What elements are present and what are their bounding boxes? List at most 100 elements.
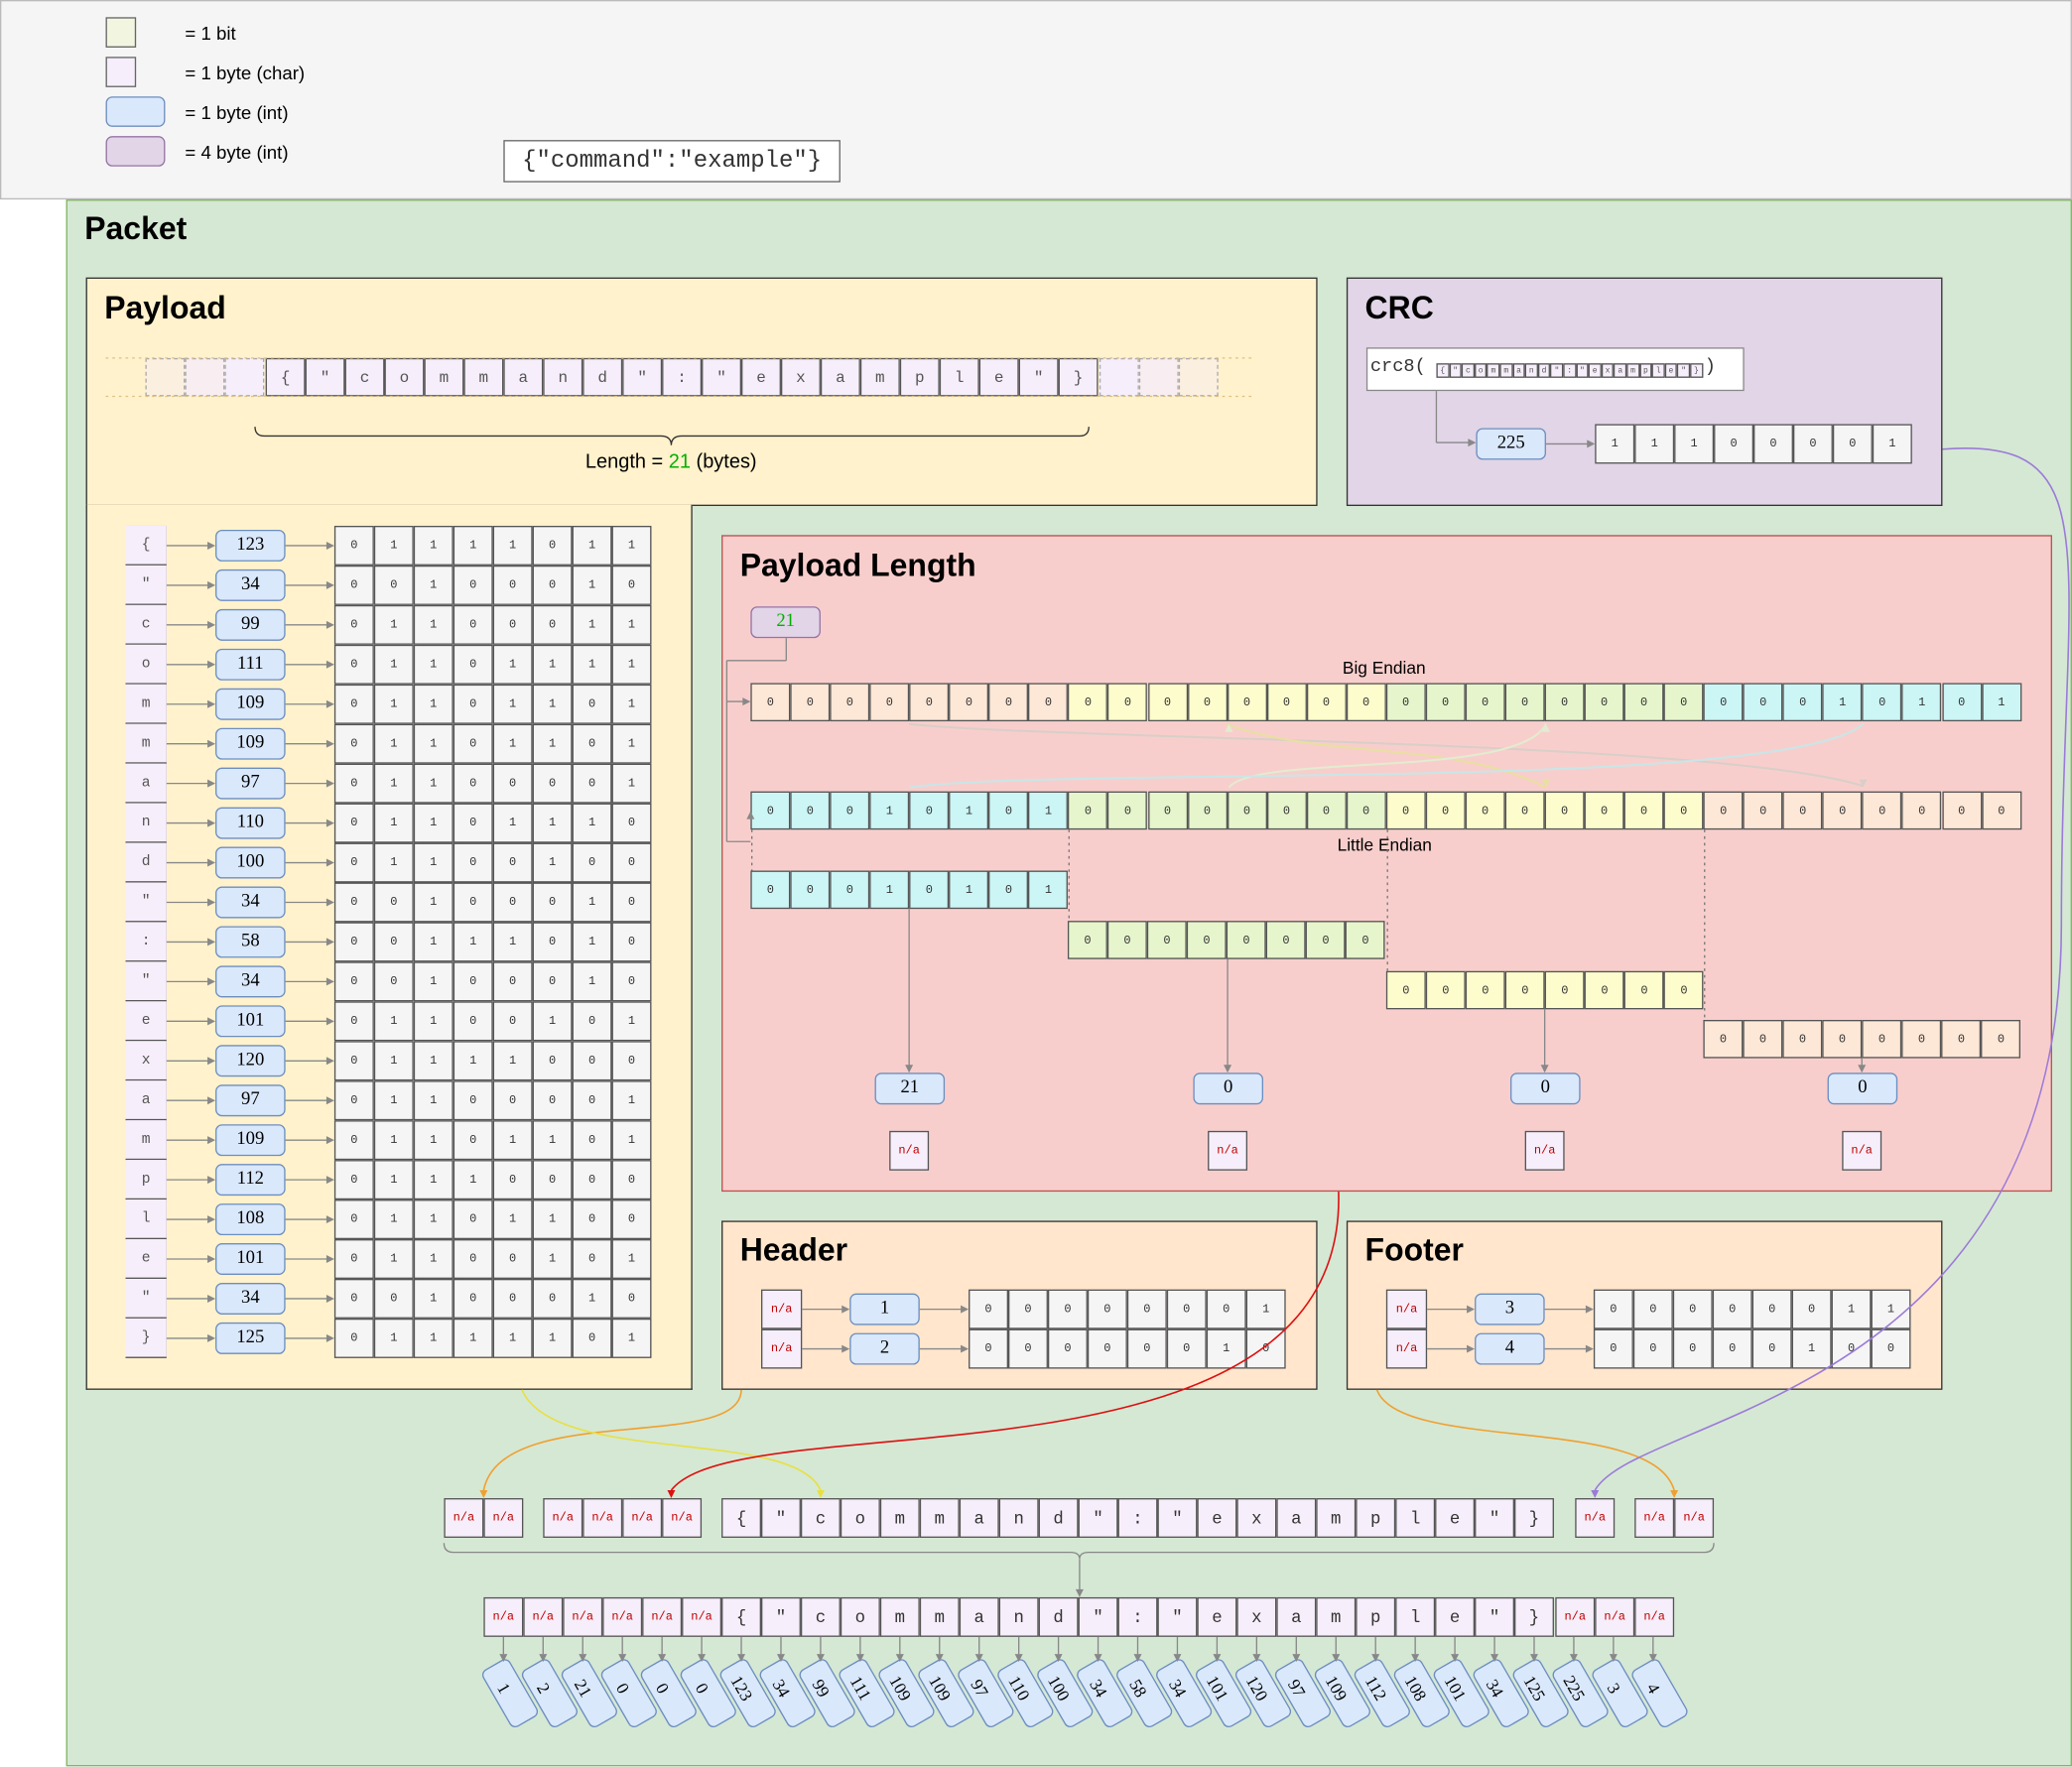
assembly-na-cell: n/a — [1595, 1596, 1635, 1637]
combined-char-cell: e — [1197, 1596, 1237, 1637]
payload-table-bit: 1 — [532, 803, 573, 843]
le-byte1-bit: 0 — [1146, 921, 1187, 959]
payload-table-bit: 0 — [333, 723, 374, 764]
le-byte3-bit: 0 — [1703, 1019, 1744, 1059]
payload-table-bit: 0 — [572, 684, 612, 724]
payload-table-bit: 0 — [333, 961, 374, 1002]
final-byte-arrowhead — [895, 1654, 904, 1663]
int-to-bits-arrow-head — [325, 699, 334, 708]
payload-table-bit: 1 — [413, 1278, 453, 1319]
packet-title: Packet — [84, 211, 188, 248]
payload-table-bit: 0 — [453, 644, 493, 685]
payload-table-bit: 0 — [453, 1239, 493, 1279]
int-to-bits-arrow-head — [325, 739, 334, 748]
payload-table-bit: 1 — [373, 723, 414, 764]
header-int-to-bits-arrow-head — [961, 1344, 970, 1353]
payload-table-bit: 1 — [413, 961, 453, 1002]
int-to-bits-arrow-head — [325, 660, 334, 669]
pl-curve-arrowhead — [667, 1490, 676, 1499]
assembly-char-cell: { — [721, 1498, 762, 1538]
footer-bit: 0 — [1871, 1328, 1911, 1369]
crc-arg-char: l — [1651, 363, 1665, 378]
pl-byte-int-box: 0 — [1827, 1073, 1898, 1105]
combined-char-cell: e — [1435, 1596, 1476, 1637]
header-bit: 0 — [1126, 1328, 1167, 1369]
payload-table-bit: 0 — [532, 1041, 573, 1081]
payload-table-bit: 0 — [333, 922, 374, 962]
combined-char-cell: " — [1078, 1596, 1118, 1637]
payload-table-char: : — [125, 922, 167, 962]
crc-arg-char: " — [1677, 363, 1691, 378]
payload-table-bit: 0 — [453, 1199, 493, 1240]
payload-table-bit: 0 — [333, 1080, 374, 1121]
pl-byte-int-box: 0 — [1193, 1073, 1264, 1105]
char-to-int-arrow-head — [207, 739, 216, 748]
le-byte1-bit: 0 — [1266, 921, 1307, 959]
legend-swatch — [105, 57, 137, 87]
char-to-int-arrow-head — [207, 699, 216, 708]
char-to-int-arrow-head — [207, 977, 216, 986]
footer-bit: 0 — [1712, 1289, 1752, 1329]
combined-char-cell: { — [721, 1596, 762, 1637]
big-endian-bit: 0 — [1623, 683, 1664, 722]
assembly-char-cell: a — [1276, 1498, 1317, 1538]
payload-int-box: 101 — [215, 1005, 286, 1038]
header-bit: 0 — [969, 1289, 1009, 1329]
header-to-assembly-curve — [482, 1389, 742, 1491]
crc-bit: 1 — [1872, 424, 1912, 464]
payload-table-bit: 0 — [333, 604, 374, 645]
payload-table-bit: 1 — [453, 525, 493, 566]
final-byte-arrowhead — [1133, 1654, 1142, 1663]
payload-table-bit: 1 — [572, 644, 612, 685]
payload-table-bit: 0 — [492, 1239, 533, 1279]
little-endian-bit: 0 — [1941, 791, 1982, 830]
little-endian-bit: 0 — [1346, 791, 1386, 830]
combined-char-cell: } — [1514, 1596, 1554, 1637]
crc-bit: 0 — [1714, 424, 1754, 464]
le-byte0-bit: 0 — [909, 870, 950, 910]
big-endian-bit: 0 — [1346, 683, 1386, 722]
header-bit: 1 — [1245, 1289, 1286, 1329]
payload-table-bit: 1 — [373, 842, 414, 883]
assembly-na-cell: n/a — [602, 1596, 643, 1637]
payload-int-box: 125 — [215, 1322, 286, 1354]
footer-bit: 0 — [1593, 1289, 1633, 1329]
int-to-bits-arrow-head — [325, 1017, 334, 1026]
big-endian-bit: 0 — [1465, 683, 1505, 722]
little-endian-bit: 0 — [1862, 791, 1902, 830]
assembly-na-cell: n/a — [662, 1498, 703, 1538]
header-bit: 0 — [1206, 1289, 1246, 1329]
assembly-char-cell: o — [840, 1498, 880, 1538]
int-to-bits-arrow-head — [325, 1096, 334, 1105]
footer-bit: 0 — [1791, 1289, 1832, 1329]
big-endian-bit: 0 — [1425, 683, 1466, 722]
payload-char-cell: : — [662, 357, 703, 397]
pl-to-big-endian-arrow-head — [742, 697, 751, 706]
final-byte-arrowhead — [1371, 1654, 1380, 1663]
char-to-int-arrow-head — [207, 1017, 216, 1026]
payload-table-bit: 1 — [413, 1120, 453, 1161]
le-byte1-bit: 0 — [1226, 921, 1266, 959]
crc-arg-char: " — [1550, 363, 1564, 378]
char-to-int-arrow-head — [207, 1057, 216, 1066]
footer-title: Footer — [1364, 1232, 1464, 1269]
payload-table-bit: 1 — [611, 1080, 652, 1121]
assembly-char-cell: d — [1038, 1498, 1079, 1538]
le-byte0-bit: 1 — [949, 870, 989, 910]
int-to-bits-arrow-head — [325, 938, 334, 947]
payload-table-bit: 0 — [333, 1278, 374, 1319]
payload-table-bit: 1 — [532, 1120, 573, 1161]
char-to-int-arrow-head — [207, 1215, 216, 1224]
big-endian-bit: 0 — [909, 683, 950, 722]
payload-table-bit: 1 — [572, 803, 612, 843]
header-int-box: 1 — [849, 1293, 920, 1325]
payload-table-bit: 0 — [572, 1041, 612, 1081]
crc-bit: 1 — [1674, 424, 1715, 464]
int-to-bits-arrow-head — [325, 1294, 334, 1303]
assembly-down-arrowhead — [1075, 1588, 1084, 1597]
char-to-int-arrow-head — [207, 938, 216, 947]
header-bit: 0 — [1008, 1328, 1048, 1369]
payload-table-bit: 1 — [572, 882, 612, 923]
final-byte-arrowhead — [1173, 1654, 1182, 1663]
crc-arg-char: a — [1614, 363, 1627, 378]
